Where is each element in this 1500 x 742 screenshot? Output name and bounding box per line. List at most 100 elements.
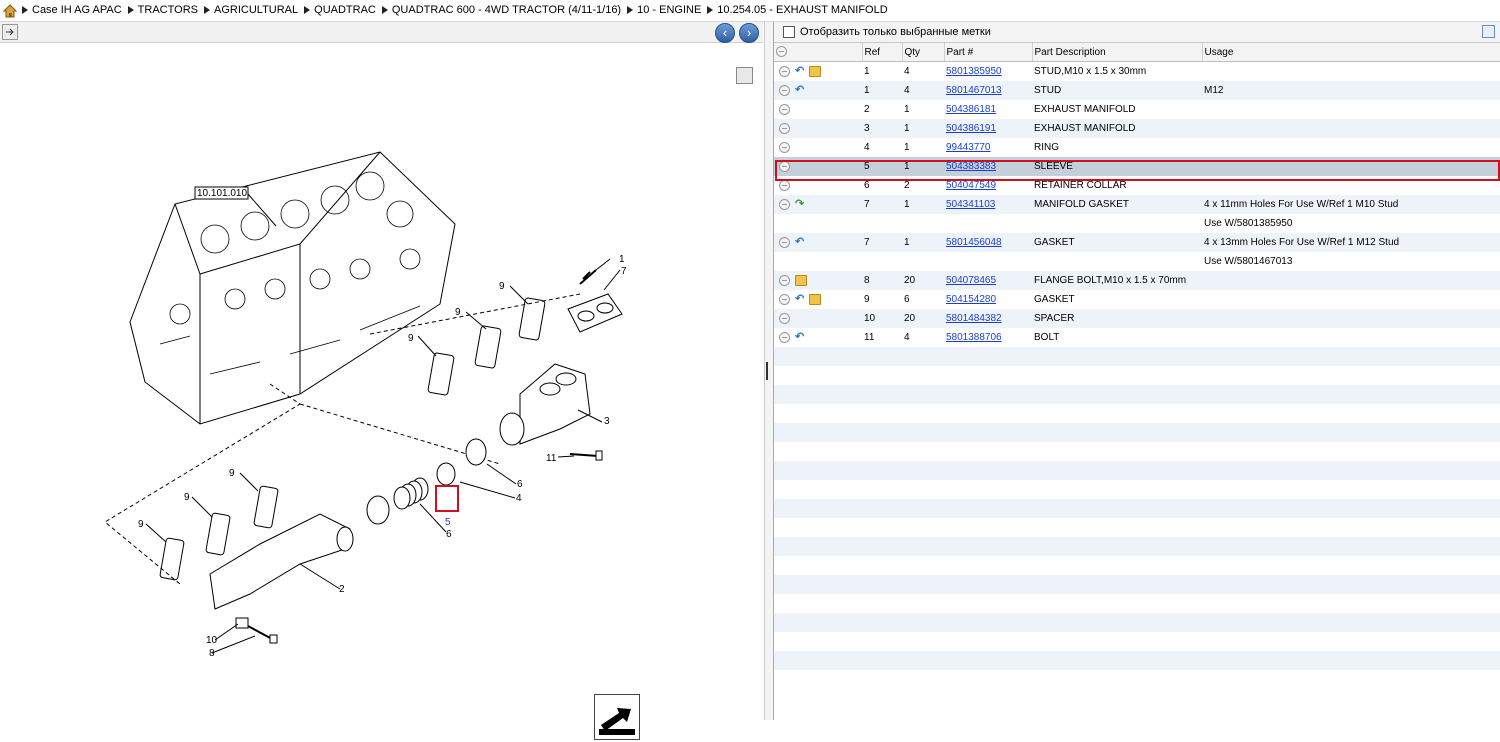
chevron-right-icon <box>22 6 28 14</box>
expand-panel-icon[interactable] <box>2 24 18 40</box>
table-row[interactable] <box>774 404 1500 423</box>
row-usage <box>1202 385 1500 404</box>
table-row[interactable] <box>774 575 1500 594</box>
table-row[interactable] <box>774 537 1500 556</box>
col-qty[interactable]: Qty <box>902 43 945 62</box>
part-number-link[interactable]: 504154280 <box>946 294 997 305</box>
package-icon[interactable] <box>795 274 807 286</box>
part-number-link[interactable]: 99443770 <box>946 142 991 153</box>
expand-all-header[interactable] <box>774 43 863 62</box>
part-number-link[interactable]: 504341103 <box>946 199 996 210</box>
table-row[interactable] <box>774 347 1500 366</box>
grid-settings-icon[interactable] <box>1482 25 1495 38</box>
table-row[interactable] <box>774 518 1500 537</box>
breadcrumb-item[interactable]: 10.254.05 - EXHAUST MANIFOLD <box>707 4 888 16</box>
table-row[interactable] <box>774 613 1500 632</box>
part-number-link[interactable]: 5801456048 <box>946 237 1002 248</box>
row-qty: 6 <box>904 294 910 305</box>
table-row[interactable] <box>774 442 1500 461</box>
export-arrow-icon[interactable] <box>594 694 640 740</box>
row-qty <box>902 442 944 461</box>
expand-row-icon[interactable] <box>779 122 790 134</box>
replaced-part-icon[interactable]: ↶ <box>795 293 805 306</box>
part-number-link[interactable]: 504383383 <box>946 161 997 172</box>
replacement-part-icon[interactable]: ↷ <box>795 198 805 211</box>
part-number-link[interactable]: 504386181 <box>946 104 997 115</box>
breadcrumb-item[interactable]: 10 - ENGINE <box>627 4 701 16</box>
col-description[interactable]: Part Description <box>1032 43 1203 62</box>
table-row[interactable]: Use W/5801385950 <box>774 214 1500 233</box>
breadcrumb-label: Case IH AG APAC <box>32 4 122 16</box>
part-number-link[interactable]: 504047549 <box>946 180 997 191</box>
table-row[interactable] <box>774 366 1500 385</box>
expand-row-icon[interactable] <box>779 103 790 115</box>
next-arrow-icon[interactable]: › <box>739 23 759 43</box>
table-row[interactable] <box>774 461 1500 480</box>
selected-row-highlight <box>775 160 1500 181</box>
splitter-grip-icon[interactable] <box>766 362 772 380</box>
row-ref <box>862 537 902 556</box>
expand-all-icon[interactable] <box>776 46 787 58</box>
fit-zoom-icon[interactable] <box>736 67 753 84</box>
table-row[interactable] <box>774 651 1500 670</box>
table-row[interactable]: Use W/5801467013 <box>774 252 1500 271</box>
expand-row-icon[interactable] <box>779 198 790 210</box>
breadcrumb-item[interactable]: QUADTRAC 600 - 4WD TRACTOR (4/11-1/16) <box>381 4 621 16</box>
replaced-part-icon[interactable]: ↶ <box>795 84 805 97</box>
expand-row-icon[interactable] <box>779 179 790 191</box>
replaced-part-icon[interactable]: ↶ <box>795 331 805 344</box>
part-number-link[interactable]: 5801388706 <box>946 332 1002 343</box>
table-row[interactable] <box>774 556 1500 575</box>
table-row[interactable] <box>774 385 1500 404</box>
row-usage: Use W/5801467013 <box>1204 256 1293 267</box>
part-number-link[interactable]: 504386191 <box>946 123 997 134</box>
callout: 6 <box>517 479 523 490</box>
expand-row-icon[interactable] <box>779 236 790 248</box>
replaced-part-icon[interactable]: ↶ <box>795 236 805 249</box>
expand-row-icon[interactable] <box>779 274 790 286</box>
col-ref[interactable]: Ref <box>862 43 903 62</box>
breadcrumb-item[interactable]: AGRICULTURAL <box>203 4 298 16</box>
table-row[interactable] <box>774 499 1500 518</box>
previous-arrow-icon[interactable]: ‹ <box>715 23 735 43</box>
replaced-part-icon[interactable]: ↶ <box>795 65 805 78</box>
package-icon[interactable] <box>809 65 822 77</box>
expand-row-icon[interactable] <box>779 293 790 305</box>
breadcrumb-item[interactable]: QUADTRAC <box>304 4 376 16</box>
table-row[interactable] <box>774 594 1500 613</box>
expand-row-icon[interactable] <box>779 141 790 153</box>
row-icons <box>774 366 862 385</box>
table-row[interactable] <box>774 480 1500 499</box>
breadcrumb-label: 10 - ENGINE <box>637 4 702 16</box>
part-number-link[interactable]: 5801484382 <box>946 313 1002 324</box>
breadcrumb-item[interactable]: TRACTORS <box>127 4 198 16</box>
row-icons <box>774 556 862 575</box>
part-number-link[interactable]: 5801385950 <box>946 66 1002 77</box>
package-icon[interactable] <box>809 293 822 305</box>
table-row[interactable] <box>774 632 1500 651</box>
expand-row-icon[interactable] <box>779 65 790 77</box>
home-icon[interactable] <box>2 3 18 19</box>
part-number-link[interactable]: 504078465 <box>946 275 997 286</box>
show-selected-checkbox[interactable] <box>783 26 795 38</box>
expand-row-icon[interactable] <box>779 84 790 96</box>
breadcrumb-item[interactable]: Case IH AG APAC <box>22 4 122 16</box>
table-row[interactable] <box>774 670 1500 689</box>
table-row[interactable] <box>774 423 1500 442</box>
expand-row-icon[interactable] <box>779 312 790 324</box>
col-usage[interactable]: Usage <box>1202 43 1500 62</box>
expand-row-icon[interactable] <box>779 331 790 343</box>
part-number-link[interactable]: 5801467013 <box>946 85 1002 96</box>
col-part-number[interactable]: Part # <box>944 43 1033 62</box>
